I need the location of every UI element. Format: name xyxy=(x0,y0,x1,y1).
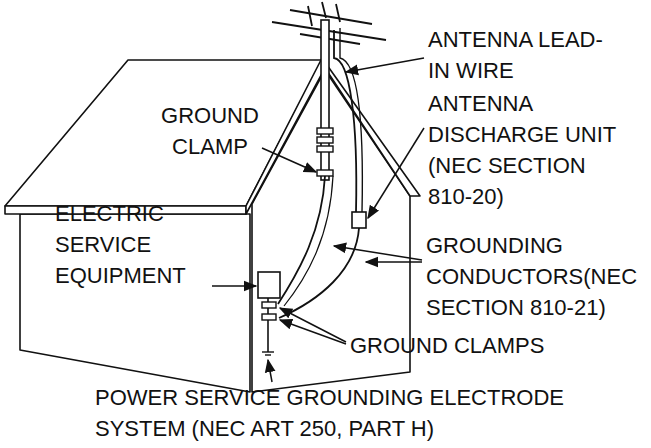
lead-in-wire xyxy=(334,30,356,212)
callout-label: ELECTRIC SERVICE EQUIPMENT xyxy=(55,198,205,291)
roof xyxy=(5,60,322,206)
callout-label: POWER SERVICE GROUNDING ELECTRODE SYSTEM… xyxy=(95,382,585,444)
lead-in-wire-edge xyxy=(340,28,362,212)
grounding-conductor xyxy=(279,228,359,318)
antenna-mast xyxy=(321,20,329,180)
grounding-conductor-edge xyxy=(284,176,333,306)
callout-label: GROUND CLAMP xyxy=(150,100,270,162)
callout-label: ANTENNA DISCHARGE UNIT (NEC SECTION 810-… xyxy=(428,88,628,212)
callout-label: GROUNDING CONDUCTORS(NEC SECTION 810-21) xyxy=(426,230,641,323)
gable-trim xyxy=(246,58,420,214)
ground-electrode-symbol xyxy=(262,352,274,355)
antenna-discharge-unit xyxy=(352,212,366,228)
grounding-conductor xyxy=(278,176,325,304)
service-ground-clamps xyxy=(262,302,276,320)
callout-label: GROUND CLAMPS xyxy=(350,330,610,361)
mast-ground-clamps xyxy=(317,128,333,176)
callout-label: ANTENNA LEAD-IN WIRE xyxy=(428,24,608,86)
electric-service-box xyxy=(258,272,280,298)
